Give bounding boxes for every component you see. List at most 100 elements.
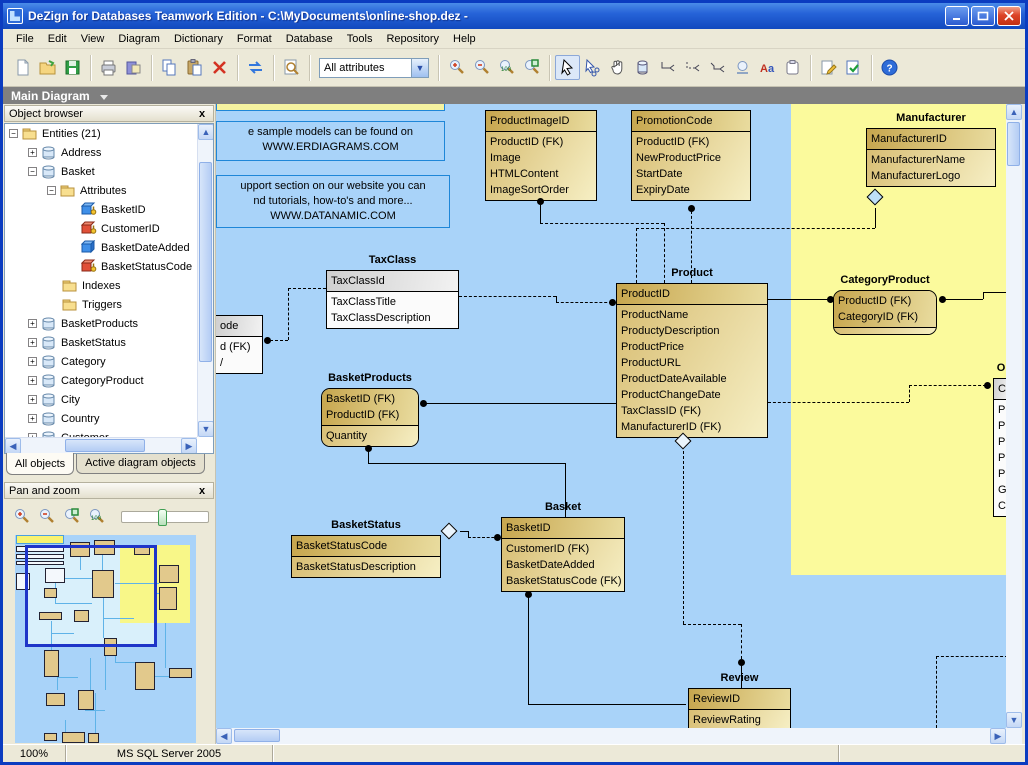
zoom-in-icon[interactable] <box>9 504 34 529</box>
entity-product-image[interactable]: ProductImageIDProductID (FK)ImageHTMLCon… <box>485 110 597 201</box>
canvas-scroll-up-icon[interactable]: ▲ <box>1006 104 1022 120</box>
erdiagrams-note[interactable]: e sample models can be found onWWW.ERDIA… <box>216 121 445 161</box>
save-icon[interactable] <box>60 55 85 80</box>
clipped-strip[interactable] <box>216 104 445 111</box>
minimize-button[interactable] <box>945 6 969 26</box>
zoom-area-icon[interactable] <box>519 55 544 80</box>
canvas-scroll-down-icon[interactable]: ▼ <box>1006 712 1022 728</box>
menu-dictionary[interactable]: Dictionary <box>167 31 230 47</box>
new-icon[interactable] <box>10 55 35 80</box>
tree-item-triggers[interactable]: Triggers <box>5 295 197 314</box>
diagram-canvas[interactable]: e sample models can be found onWWW.ERDIA… <box>216 104 1006 728</box>
expand-icon[interactable]: + <box>28 148 37 157</box>
expand-icon[interactable]: + <box>28 319 37 328</box>
label-tool-icon[interactable]: Aa <box>755 55 780 80</box>
edit-document-icon[interactable] <box>816 55 841 80</box>
zoom-area-icon[interactable] <box>59 504 84 529</box>
canvas-horizontal-scrollbar[interactable]: ◀ ▶ <box>216 728 1022 744</box>
select-related-icon[interactable] <box>580 55 605 80</box>
pointer-icon[interactable] <box>555 55 580 80</box>
canvas-scroll-right-icon[interactable]: ▶ <box>990 728 1006 744</box>
entity-manufacturer[interactable]: ManufacturerIDManufacturerNameManufactur… <box>866 128 996 187</box>
print-icon[interactable] <box>96 55 121 80</box>
tree-item-city[interactable]: +City <box>5 390 197 409</box>
entity-basket-products[interactable]: BasketID (FK)ProductID (FK)Quantity <box>321 388 419 447</box>
tab-active-diagram-objects[interactable]: Active diagram objects <box>76 454 205 474</box>
zoom-slider-thumb[interactable] <box>158 509 167 526</box>
canvas-hscroll-thumb[interactable] <box>234 729 280 742</box>
menu-database[interactable]: Database <box>279 31 340 47</box>
menu-help[interactable]: Help <box>446 31 483 47</box>
tree-item-address[interactable]: +Address <box>5 143 197 162</box>
tree-item-customer[interactable]: +Customer <box>5 428 197 437</box>
entity-review[interactable]: ReviewIDReviewRating <box>688 688 791 728</box>
pan-hand-icon[interactable] <box>605 55 630 80</box>
expand-icon[interactable]: + <box>28 376 37 385</box>
sync-icon[interactable] <box>243 55 268 80</box>
canvas-vertical-scrollbar[interactable]: ▲ ▼ <box>1006 104 1022 728</box>
entity-clipped-left-entity[interactable]: oded (FK)/ <box>216 315 263 374</box>
tree-item-category[interactable]: +Category <box>5 352 197 371</box>
tree-item-basketid[interactable]: BasketID <box>5 200 197 219</box>
tree-scroll-thumb[interactable] <box>199 162 212 362</box>
tree-item-indexes[interactable]: Indexes <box>5 276 197 295</box>
expand-icon[interactable]: + <box>28 357 37 366</box>
delete-icon[interactable] <box>207 55 232 80</box>
zoom-out-icon[interactable] <box>469 55 494 80</box>
tree-item-attributes[interactable]: −Attributes <box>5 181 197 200</box>
object-browser-close-icon[interactable]: x <box>195 108 209 120</box>
note-tool-icon[interactable] <box>780 55 805 80</box>
tree-item-basketstatus[interactable]: +BasketStatus <box>5 333 197 352</box>
scroll-up-icon[interactable]: ▲ <box>198 124 214 140</box>
datanamic-note[interactable]: upport section on our website you cannd … <box>216 175 450 228</box>
collapse-icon[interactable]: − <box>28 167 37 176</box>
tree-item-basketstatuscode[interactable]: BasketStatusCode <box>5 257 197 276</box>
validate-icon[interactable] <box>841 55 866 80</box>
scroll-down-icon[interactable]: ▼ <box>198 421 214 437</box>
zoom-in-icon[interactable] <box>444 55 469 80</box>
menu-diagram[interactable]: Diagram <box>111 31 167 47</box>
print-preview-icon[interactable] <box>121 55 146 80</box>
tree-horizontal-scrollbar[interactable]: ◀ ▶ <box>5 437 197 453</box>
help-icon[interactable]: ? <box>877 55 902 80</box>
diagram-dropdown-icon[interactable] <box>100 95 108 100</box>
tree-hscroll-thumb[interactable] <box>65 439 145 452</box>
tree-item-country[interactable]: +Country <box>5 409 197 428</box>
scroll-left-icon[interactable]: ◀ <box>5 438 21 454</box>
chevron-down-icon[interactable]: ▼ <box>411 59 428 77</box>
maximize-button[interactable] <box>971 6 995 26</box>
menu-file[interactable]: File <box>9 31 41 47</box>
entity-product[interactable]: ProductIDProductNameProductyDescriptionP… <box>616 283 768 438</box>
many-relationship-tool-icon[interactable] <box>705 55 730 80</box>
menu-view[interactable]: View <box>74 31 112 47</box>
tab-all-objects[interactable]: All objects <box>6 453 74 475</box>
entity-category-product[interactable]: ProductID (FK)CategoryID (FK) <box>833 290 937 335</box>
copy-icon[interactable] <box>157 55 182 80</box>
expand-icon[interactable]: + <box>28 414 37 423</box>
collapse-icon[interactable]: − <box>47 186 56 195</box>
canvas-vscroll-thumb[interactable] <box>1007 122 1020 166</box>
tree-item-customerid[interactable]: CustomerID <box>5 219 197 238</box>
tree-item-basket[interactable]: −Basket <box>5 162 197 181</box>
menu-edit[interactable]: Edit <box>41 31 74 47</box>
tree-item-basketdateadded[interactable]: BasketDateAdded <box>5 238 197 257</box>
zoom-100-icon[interactable]: 100 <box>494 55 519 80</box>
tree-item-basketproducts[interactable]: +BasketProducts <box>5 314 197 333</box>
relationship-tool-icon[interactable] <box>655 55 680 80</box>
attributes-display-dropdown[interactable]: All attributes▼ <box>319 58 429 78</box>
open-icon[interactable] <box>35 55 60 80</box>
zoom-100-icon[interactable]: 100 <box>84 504 109 529</box>
collapse-icon[interactable]: − <box>9 129 18 138</box>
minimap[interactable] <box>5 533 213 743</box>
entity-tax-class[interactable]: TaxClassIdTaxClassTitleTaxClassDescripti… <box>326 270 459 329</box>
view-tool-icon[interactable] <box>730 55 755 80</box>
expand-icon[interactable]: + <box>28 338 37 347</box>
diagram-tab-bar[interactable]: Main Diagram <box>3 87 1025 104</box>
scroll-right-icon[interactable]: ▶ <box>181 438 197 454</box>
find-document-icon[interactable] <box>279 55 304 80</box>
close-button[interactable] <box>997 6 1021 26</box>
pan-zoom-close-icon[interactable]: x <box>195 485 209 497</box>
entity-basket[interactable]: BasketIDCustomerID (FK)BasketDateAddedBa… <box>501 517 625 592</box>
non-identifying-relationship-tool-icon[interactable] <box>680 55 705 80</box>
entity-clipped-order-entity[interactable]: CPPPPPGC <box>993 378 1006 517</box>
